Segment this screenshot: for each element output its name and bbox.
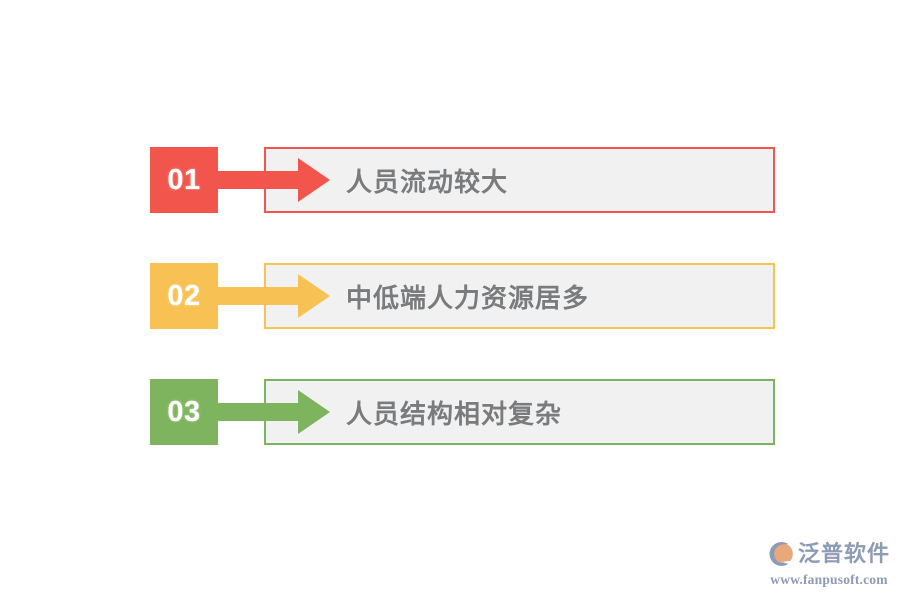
- diagram-row: 03 人员结构相对复杂: [150, 379, 775, 445]
- right-arrow-icon: [210, 390, 330, 434]
- diagram-row: 01 人员流动较大: [150, 147, 775, 213]
- row-number-badge: 03: [150, 379, 218, 445]
- brand-name: 泛普软件: [798, 541, 891, 566]
- fanpu-swoosh-logo-icon: [769, 542, 793, 566]
- brand-watermark: 泛普软件 www.fanpusoft.com: [766, 538, 892, 590]
- row-number-badge: 01: [150, 147, 218, 213]
- row-content-panel: [264, 379, 775, 445]
- row-number-label: 03: [167, 395, 201, 428]
- brand-url: www.fanpusoft.com: [770, 572, 888, 587]
- row-number-badge: 02: [150, 263, 218, 329]
- right-arrow-icon: [210, 274, 330, 318]
- row-label: 人员结构相对复杂: [346, 398, 563, 429]
- row-number-label: 02: [167, 279, 201, 312]
- row-content-panel: [264, 263, 775, 329]
- diagram-row: 02 中低端人力资源居多: [150, 263, 775, 329]
- brand-lockup: 泛普软件: [766, 538, 892, 570]
- row-number-label: 01: [167, 163, 201, 196]
- row-label: 人员流动较大: [346, 166, 509, 197]
- row-content-panel: [264, 147, 775, 213]
- right-arrow-icon: [210, 158, 330, 202]
- row-label: 中低端人力资源居多: [346, 282, 590, 313]
